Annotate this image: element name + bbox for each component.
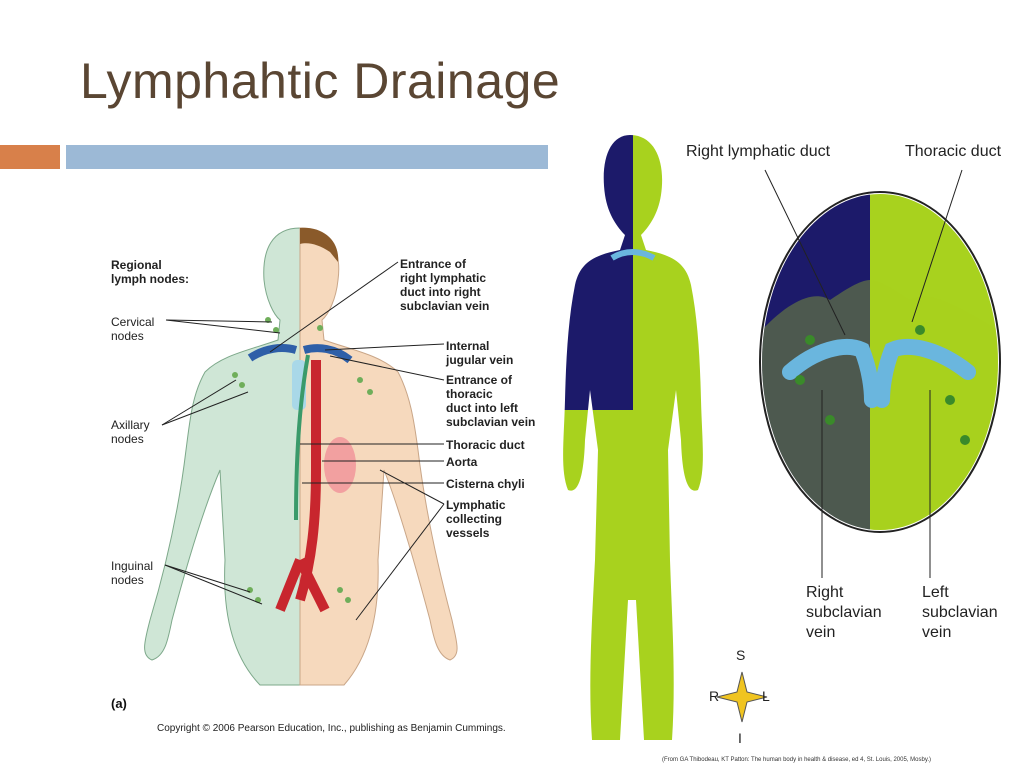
- heart: [324, 437, 356, 493]
- accent-bar-blue: [66, 145, 548, 169]
- aorta: [275, 360, 330, 613]
- right-lymphatic-duct-label: Right lymphatic duct: [686, 143, 831, 160]
- entrance-thoracic-label: Entrance of thoracic duct into left subc…: [446, 373, 536, 429]
- inguinal-nodes-label: Inguinal nodes: [111, 559, 154, 587]
- compass-right: R: [709, 688, 720, 704]
- right-leader-lines: [764, 169, 963, 578]
- panel-label-a: (a): [111, 696, 127, 711]
- accent-bar-orange: [0, 145, 60, 169]
- thoracic-duct-label-right: Thoracic duct: [905, 143, 1002, 160]
- compass-inferior: I: [738, 730, 742, 746]
- leader-lines: [161, 261, 445, 621]
- subclavian-veins: [247, 344, 353, 364]
- left-subclavian-vein-label: Left subclavian vein: [922, 584, 998, 641]
- lymphatic-collecting-vessels-label: Lymphatic collecting vessels: [446, 498, 506, 540]
- source-citation: (From GA Thibodeau, KT Patton: The human…: [662, 757, 932, 763]
- right-subclavian-vein-label: Right subclavian vein: [806, 584, 882, 641]
- copyright-text: Copyright © 2006 Pearson Education, Inc.…: [157, 723, 506, 734]
- cisterna-chyli-label: Cisterna chyli: [446, 477, 525, 491]
- axillary-nodes-label: Axillary nodes: [111, 418, 150, 446]
- regional-lymph-nodes-heading: Regional lymph nodes:: [111, 258, 190, 286]
- thoracic-duct-label: Thoracic duct: [446, 438, 525, 452]
- compass-left: L: [762, 688, 770, 704]
- slide-title: Lymphahtic Drainage: [80, 53, 561, 109]
- internal-jugular-label: Internal jugular vein: [446, 339, 514, 367]
- compass-star: [716, 671, 768, 723]
- hair: [300, 227, 339, 262]
- cervical-nodes-label: Cervical nodes: [111, 315, 155, 343]
- left-body-left-side: [299, 227, 458, 686]
- aorta-label: Aorta: [446, 455, 478, 469]
- thoracic-duct: [294, 354, 310, 521]
- compass-superior: S: [736, 647, 746, 663]
- body-silhouette: [563, 135, 703, 740]
- entrance-right-lymphatic-label: Entrance of right lymphatic duct into ri…: [400, 257, 490, 313]
